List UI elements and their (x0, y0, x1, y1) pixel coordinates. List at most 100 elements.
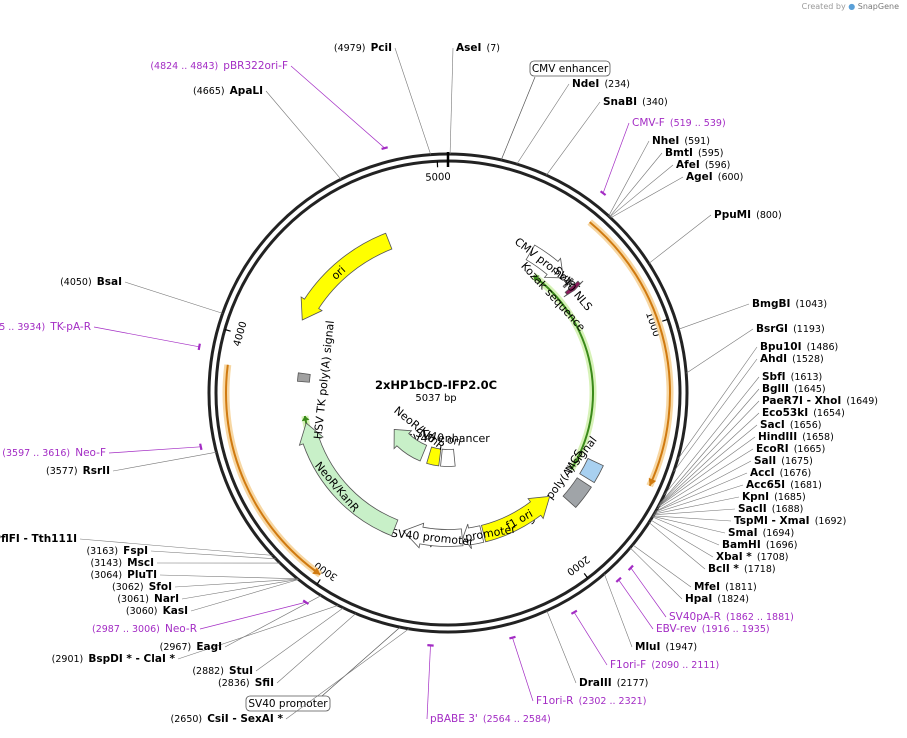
feature-sv40-promoter[interactable] (402, 522, 464, 549)
restriction-site[interactable]: (3064) PluTI (90, 563, 298, 582)
restriction-site[interactable]: (2650) CsiI - SexAI * (171, 628, 410, 726)
feature-neor-kanr[interactable] (298, 422, 399, 537)
site-name: KpnI (742, 491, 769, 503)
restriction-site[interactable]: BclI * (1718) (648, 522, 776, 576)
restriction-site[interactable]: (2882) StuI (192, 607, 344, 678)
restriction-site[interactable]: (3179) PflFI - Tth111I (0, 527, 273, 556)
restriction-site[interactable]: HindIII (1658) (657, 425, 834, 508)
restriction-site[interactable]: (2967) EagI (160, 595, 322, 654)
restriction-site[interactable]: (4979) PciI (334, 36, 432, 155)
restriction-site[interactable]: SmaI (1694) (652, 516, 794, 540)
restriction-site[interactable]: Bpu10I (1486) (677, 335, 839, 460)
restriction-site[interactable]: BmtI (595) (609, 141, 724, 218)
restriction-site[interactable]: SbfI (1613) (663, 365, 822, 496)
restriction-site[interactable]: (3060) KasI (126, 579, 299, 618)
site-name: NheI (652, 135, 679, 147)
restriction-site[interactable]: DraIII (2177) (546, 610, 649, 690)
site-name: AfeI (676, 159, 700, 171)
site-name: SalI (754, 455, 776, 467)
restriction-site[interactable]: SacII (1688) (653, 497, 804, 516)
site-position: (2882) (192, 666, 224, 677)
feature-sv40-ori[interactable] (426, 446, 442, 467)
site-position: (1656) (790, 420, 822, 431)
orf-cds-main-arrowhead (533, 275, 540, 282)
restriction-site[interactable]: SnaBI (340) (546, 90, 668, 176)
restriction-site[interactable]: AfeI (596) (609, 153, 731, 218)
restriction-site[interactable]: Eco53kI (1654) (658, 401, 845, 507)
primer[interactable]: F1ori-F (2090 .. 2111) (570, 609, 719, 672)
feature-ori[interactable] (300, 232, 393, 321)
restriction-site[interactable]: SalI (1675) (655, 449, 813, 512)
restriction-site[interactable]: BmgBI (1043) (678, 292, 827, 330)
primer-name: SV40pA-R (669, 611, 721, 623)
feature-neor-kanr-inner-[interactable] (393, 429, 428, 462)
site-position: (596) (705, 160, 731, 171)
feature-f1-ori[interactable] (480, 495, 551, 543)
restriction-site-layer: (4979) PciI AseI (7) NdeI (234)SnaBI (340)… (0, 36, 878, 726)
restriction-site[interactable]: NheI (591) (608, 129, 710, 217)
primer[interactable]: EBV-rev (1916 .. 1935) (615, 576, 770, 636)
restriction-site[interactable]: AseI (7) (449, 36, 500, 155)
sv40-promoter-callout[interactable]: SV40 promoter (245, 626, 401, 712)
restriction-site[interactable]: (2836) SfiI (218, 613, 356, 690)
restriction-site[interactable]: AhdI (1528) (673, 347, 824, 472)
restriction-site[interactable]: MluI (1947) (604, 573, 697, 654)
restriction-site[interactable]: BamHI (1696) (652, 516, 797, 552)
feature-sv40-nls[interactable] (563, 280, 584, 298)
restriction-site[interactable]: BglII (1645) (659, 377, 826, 504)
orf-cds-main[interactable] (532, 275, 594, 471)
feature-cmv-promoter[interactable] (525, 244, 564, 279)
restriction-site[interactable]: EcoRI (1665) (656, 437, 825, 510)
restriction-site[interactable]: (3062) SfoI (112, 575, 299, 594)
site-label: Bpu10I (1486) (760, 335, 838, 354)
primer[interactable]: (2987 .. 3006) Neo-R (92, 599, 310, 636)
restriction-site[interactable]: BsrGI (1193) (686, 317, 825, 374)
primer[interactable]: (3915 .. 3934) TK-pA-R (0, 315, 201, 351)
site-position: (3061) (117, 594, 149, 605)
restriction-site[interactable]: AgeI (600) (610, 165, 744, 219)
site-label: MfeI (1811) (694, 575, 757, 594)
primer[interactable]: SV40pA-R (1862 .. 1881) (627, 564, 794, 624)
site-leader-line (394, 47, 432, 155)
site-label: SbfI (1613) (762, 365, 822, 384)
primer[interactable]: (3597 .. 3616) Neo-F (2, 441, 203, 460)
feature-sv40-enhancer[interactable] (440, 448, 456, 467)
restriction-site[interactable]: (4050) BsaI (60, 270, 223, 314)
restriction-site[interactable]: KpnI (1685) (654, 485, 806, 515)
feature-hsv-tk-poly-a-signal[interactable] (297, 372, 311, 383)
restriction-site[interactable]: TspMI - XmaI (1692) (652, 509, 846, 528)
restriction-site[interactable]: (3061) NarI (117, 579, 299, 606)
restriction-site[interactable]: AccI (1676) (655, 461, 811, 513)
restriction-site[interactable]: (3143) MscI (90, 551, 281, 570)
feature-kozak-sequence[interactable] (562, 277, 574, 289)
site-label: (3143) MscI (90, 551, 154, 570)
primer-binding-mark (199, 443, 203, 451)
restriction-site[interactable]: MfeI (1811) (632, 544, 757, 594)
primer[interactable]: F1ori-R (2302 .. 2321) (509, 635, 646, 708)
restriction-site[interactable]: XbaI * (1708) (650, 519, 789, 564)
restriction-site[interactable]: (2901) BspDI * - ClaI * (52, 605, 339, 666)
feature-sv40-poly-a-signal[interactable] (562, 477, 592, 509)
site-position: (3163) (86, 546, 118, 557)
primer[interactable]: CMV-F (519 .. 539) (599, 111, 726, 196)
orf-span-b[interactable] (225, 364, 321, 576)
cmv-enhancer-callout[interactable]: CMV enhancer (500, 60, 611, 161)
primer-binding-mark (302, 599, 310, 605)
restriction-site[interactable]: (3577) RsrII (46, 451, 217, 478)
restriction-site[interactable]: HpaI (1824) (629, 547, 749, 606)
feature-ampr-promoter[interactable] (462, 523, 485, 549)
restriction-site[interactable]: PaeR7I - XhoI (1649) (659, 389, 878, 505)
restriction-site[interactable]: Acc65I (1681) (654, 473, 822, 514)
restriction-site[interactable]: PpuMI (800) (648, 203, 782, 264)
restriction-site[interactable]: NdeI (234) (516, 72, 630, 165)
primer[interactable]: (4824 .. 4843) pBR322ori-F (150, 54, 388, 150)
restriction-site[interactable]: (3163) FspI (86, 539, 276, 560)
restriction-site[interactable]: SacI (1656) (658, 413, 821, 507)
orf-span-a[interactable] (589, 221, 671, 487)
restriction-site[interactable]: (4665) ApaLI (193, 79, 342, 180)
feature-mcs[interactable] (579, 457, 604, 484)
site-label: (3061) NarI (117, 587, 179, 606)
site-name: BamHI (722, 539, 761, 551)
site-name: XbaI * (716, 551, 752, 563)
primer[interactable]: pBABE 3' (2564 .. 2584) (426, 644, 551, 726)
